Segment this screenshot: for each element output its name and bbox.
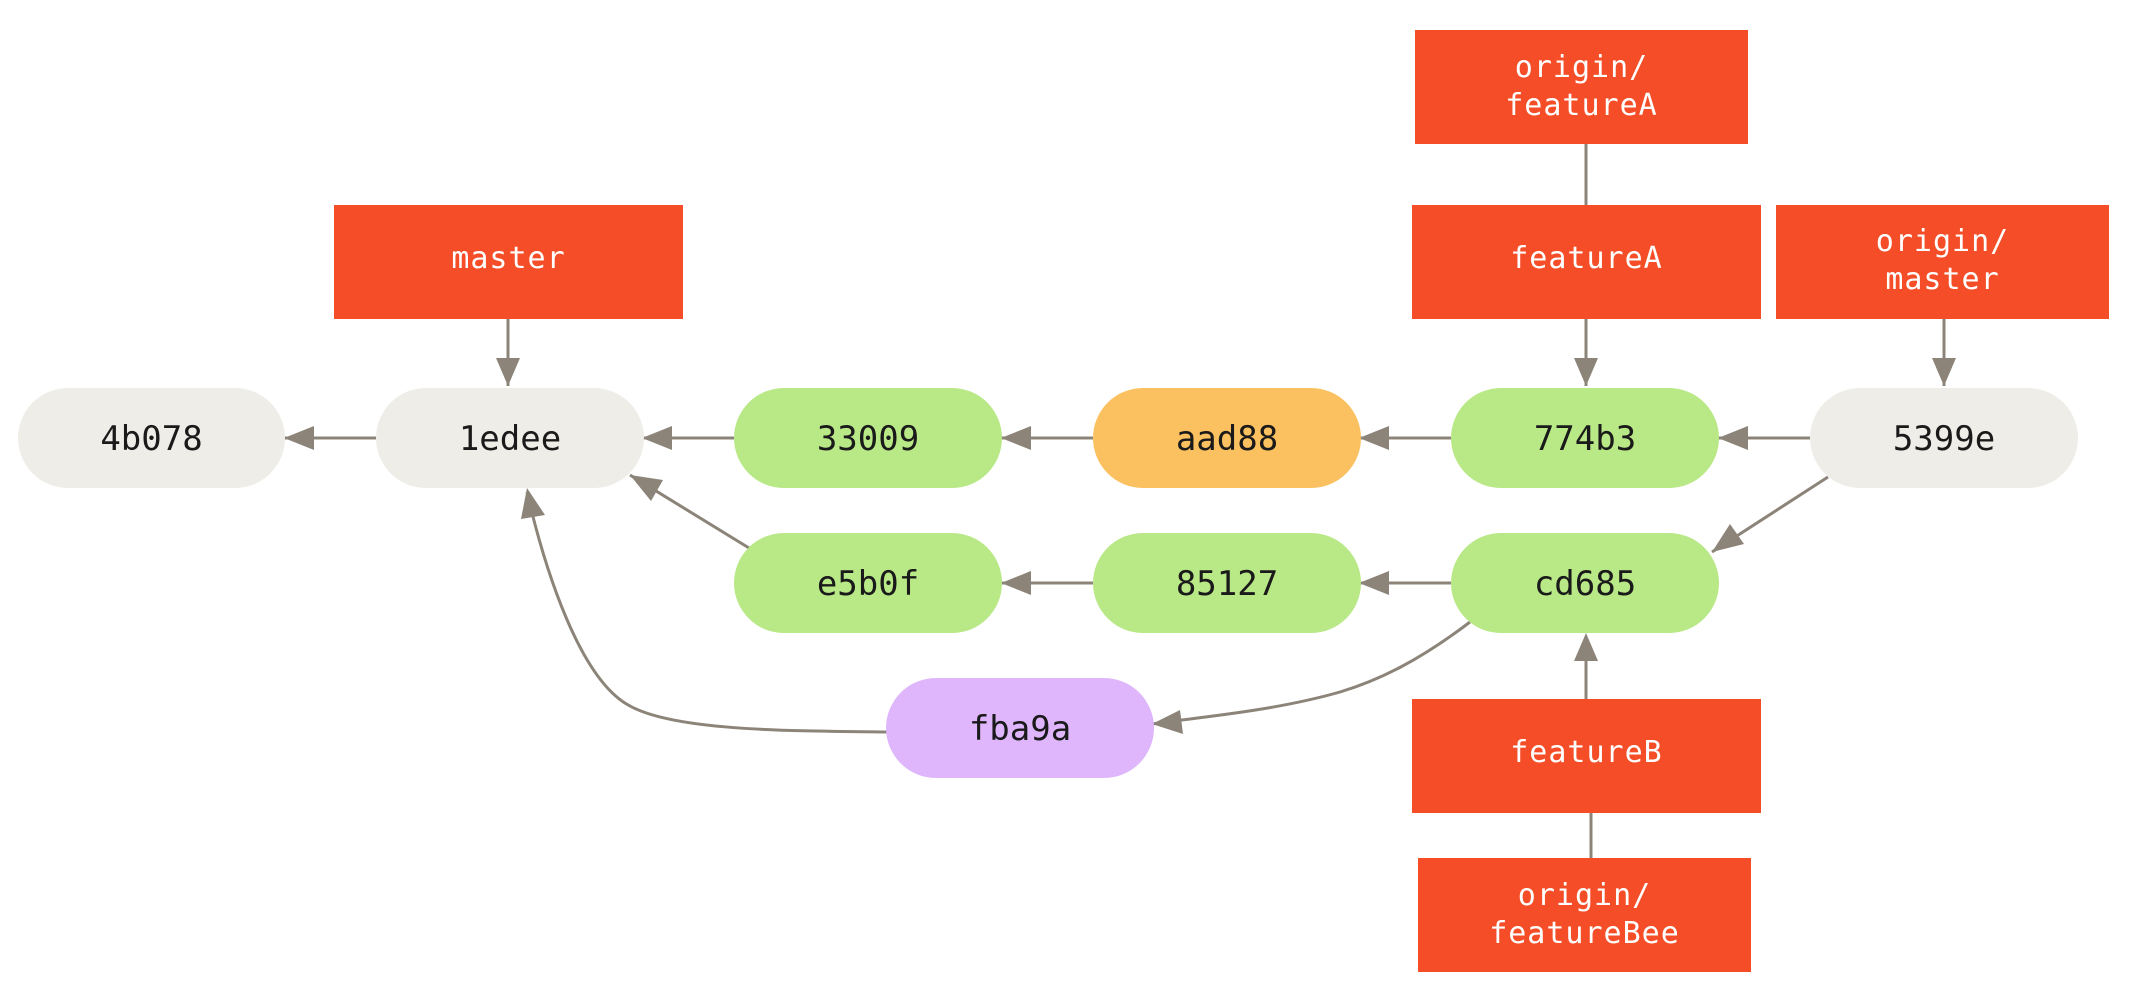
commit-label: aad88 (1176, 419, 1278, 459)
commit-label: 5399e (1893, 419, 1995, 459)
commit-fba9a: fba9a (886, 678, 1154, 778)
arrowhead-e5b0f-to-1edee (630, 475, 663, 501)
ref-box (334, 205, 683, 319)
ref-master: master (334, 205, 683, 319)
ref-label-line-1: origin/ (1515, 50, 1648, 85)
arrowhead-cd685-to-fba9a (1152, 710, 1183, 734)
commit-pill (1093, 533, 1361, 633)
commit-33009: 33009 (734, 388, 1002, 488)
arrowhead-to-33009 (1001, 426, 1031, 450)
commit-85127: 85127 (1093, 533, 1361, 633)
commit-label: 1edee (459, 419, 561, 459)
commit-label: e5b0f (817, 564, 919, 604)
ref-label-line-2: featureBee (1489, 916, 1680, 951)
commit-1edee: 1edee (376, 388, 644, 488)
ref-featureB: featureB (1412, 699, 1761, 813)
ref-featureA: featureA (1412, 205, 1761, 319)
arrowhead-fba9a-to-1edee (521, 488, 545, 519)
commit-pill (1451, 533, 1719, 633)
commit-cd685: cd685 (1451, 533, 1719, 633)
arrowhead-to-774b3 (1718, 426, 1748, 450)
ref-label-line-2: master (1885, 262, 1999, 297)
ref-label-line-2: featureA (1505, 88, 1658, 123)
ref-origin-featureBee: origin/ featureBee (1418, 858, 1751, 972)
arrowhead-to-aad88 (1359, 426, 1389, 450)
arrowhead-featureA-to-774b3 (1574, 358, 1598, 386)
commit-pill (886, 678, 1154, 778)
arrowhead-to-e5b0f (1001, 571, 1031, 595)
commit-pill (734, 388, 1002, 488)
arrowhead-to-1edee (642, 426, 672, 450)
ref-label-line-1: featureA (1510, 241, 1663, 276)
ref-label-line-1: featureB (1510, 735, 1663, 770)
arrowhead-master-to-1edee (496, 358, 520, 386)
commit-label: fba9a (969, 709, 1071, 749)
commit-pill (1093, 388, 1361, 488)
commit-5399e: 5399e (1810, 388, 2078, 488)
commit-label: 4b078 (100, 419, 202, 459)
commit-pill (734, 533, 1002, 633)
commit-pill (18, 388, 285, 488)
edge-cd685-to-fba9a (1151, 620, 1471, 726)
commit-label: 33009 (817, 419, 919, 459)
ref-box (1418, 858, 1751, 972)
commit-pill (376, 388, 644, 488)
edge-fba9a-to-1edee (525, 491, 889, 734)
commit-pill (1451, 388, 1719, 488)
ref-box (1776, 205, 2109, 319)
commit-e5b0f: e5b0f (734, 533, 1002, 633)
ref-box (1415, 30, 1748, 144)
ref-box (1412, 699, 1761, 813)
arrowhead-5399e-to-cd685 (1712, 524, 1744, 552)
arrowheads (284, 358, 1956, 734)
arrowhead-featureB-to-cd685 (1574, 633, 1598, 661)
arrowhead-origin-master-to-5399e (1932, 358, 1956, 386)
ref-label-line-1: origin/ (1518, 878, 1651, 913)
commit-pill (1810, 388, 2078, 488)
commit-4b078: 4b078 (18, 388, 285, 488)
arrowhead-to-4b078 (284, 426, 314, 450)
commit-label: 774b3 (1534, 419, 1636, 459)
commit-label: 85127 (1176, 564, 1278, 604)
ref-origin-master: origin/ master (1776, 205, 2109, 319)
commit-aad88: aad88 (1093, 388, 1361, 488)
commit-774b3: 774b3 (1451, 388, 1719, 488)
ref-origin-featureA: origin/ featureA (1415, 30, 1748, 144)
arrowhead-to-85127 (1359, 571, 1389, 595)
ref-label-line-1: origin/ (1876, 224, 2009, 259)
ref-label-line-1: master (451, 241, 565, 276)
ref-box (1412, 205, 1761, 319)
commit-label: cd685 (1534, 564, 1636, 604)
